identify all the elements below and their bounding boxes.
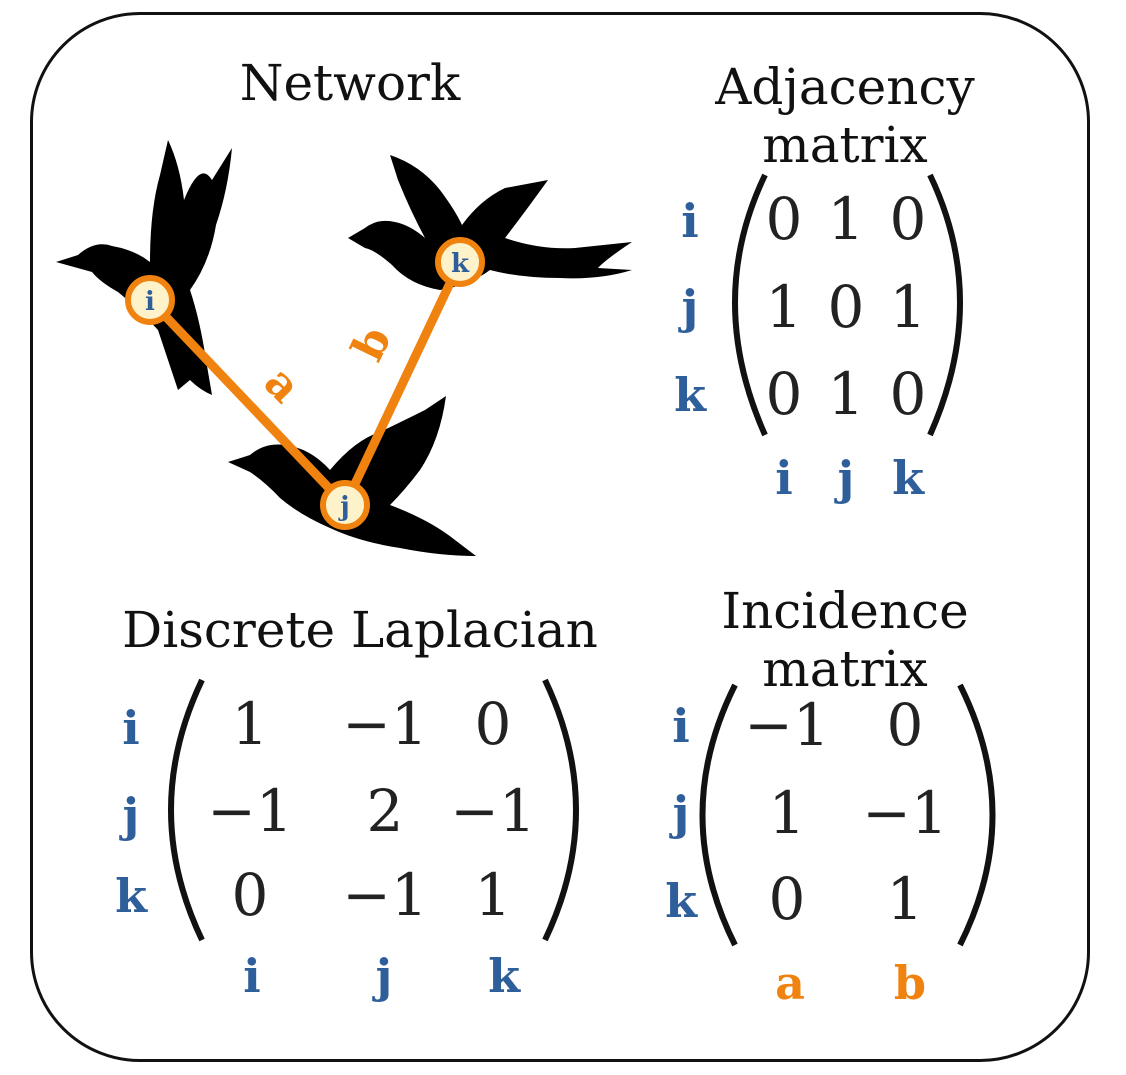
node-label-j: j — [338, 492, 349, 522]
adjacency-cell: 0 — [889, 185, 927, 253]
laplacian-cell: 2 — [366, 777, 404, 845]
adjacency-col-label: i — [775, 451, 793, 505]
laplacian-row-label: k — [115, 869, 147, 923]
laplacian-cell: −1 — [207, 777, 293, 845]
adjacency-cell: 1 — [889, 273, 927, 341]
adjacency-title: Adjacency matrix — [700, 58, 990, 174]
network-title: Network — [239, 54, 461, 112]
laplacian-title: Discrete Laplacian — [122, 601, 598, 659]
laplacian-col-label: k — [488, 949, 520, 1003]
incidence-cell: 0 — [886, 691, 924, 759]
adjacency-cell: 0 — [827, 273, 865, 341]
adjacency-right-paren — [927, 173, 963, 437]
incidence-title-line2: matrix — [762, 640, 928, 698]
incidence-cell: −1 — [862, 779, 948, 847]
adjacency-title-line1: Adjacency — [715, 58, 975, 116]
adjacency-cell: 1 — [827, 360, 865, 428]
bird-silhouette-j — [228, 396, 476, 556]
incidence-cell: 0 — [768, 865, 806, 933]
edge-b — [340, 257, 465, 510]
incidence-title: Incidence matrix — [700, 582, 990, 698]
adjacency-cell: 1 — [827, 185, 865, 253]
incidence-row-label: k — [665, 874, 697, 928]
incidence-title-line1: Incidence — [721, 582, 969, 640]
laplacian-row-label: j — [122, 788, 140, 842]
adjacency-cell: 0 — [765, 360, 803, 428]
adjacency-col-label: j — [837, 451, 855, 505]
adjacency-title-line2: matrix — [762, 116, 928, 174]
edge-label-a: a — [254, 357, 310, 413]
node-j — [320, 480, 370, 530]
incidence-cell: −1 — [744, 691, 830, 759]
edge-a — [145, 295, 350, 510]
node-label-k: k — [451, 249, 470, 279]
adjacency-row-label: j — [681, 280, 699, 334]
bird-silhouette-i — [56, 140, 232, 395]
laplacian-cell: 1 — [231, 690, 269, 758]
adjacency-cell: 0 — [889, 360, 927, 428]
adjacency-row-label: k — [674, 368, 706, 422]
adjacency-col-label: k — [892, 451, 924, 505]
incidence-right-paren — [957, 683, 996, 947]
incidence-row-label: j — [672, 786, 690, 840]
laplacian-left-paren — [168, 678, 205, 942]
bird-silhouette-k — [348, 155, 632, 290]
edge-label-b: b — [342, 319, 401, 369]
laplacian-cell: 1 — [474, 861, 512, 929]
incidence-cell: 1 — [768, 779, 806, 847]
node-label-i: i — [145, 287, 155, 317]
laplacian-cell: 0 — [474, 690, 512, 758]
incidence-row-label: i — [672, 699, 690, 753]
laplacian-col-label: i — [243, 949, 261, 1003]
incidence-col-label: b — [893, 956, 927, 1010]
node-i — [125, 275, 175, 325]
laplacian-cell: −1 — [342, 690, 428, 758]
adjacency-cell: 1 — [765, 273, 803, 341]
laplacian-right-paren — [542, 678, 579, 942]
adjacency-cell: 0 — [765, 185, 803, 253]
laplacian-col-label: j — [375, 949, 393, 1003]
laplacian-cell: −1 — [450, 777, 536, 845]
incidence-col-label: a — [775, 956, 805, 1010]
adjacency-left-paren — [732, 173, 768, 437]
laplacian-cell: 0 — [231, 861, 269, 929]
adjacency-row-label: i — [681, 194, 699, 248]
incidence-cell: 1 — [886, 865, 924, 933]
incidence-left-paren — [699, 683, 738, 947]
laplacian-cell: −1 — [342, 861, 428, 929]
laplacian-row-label: i — [122, 701, 140, 755]
node-k — [435, 237, 485, 287]
